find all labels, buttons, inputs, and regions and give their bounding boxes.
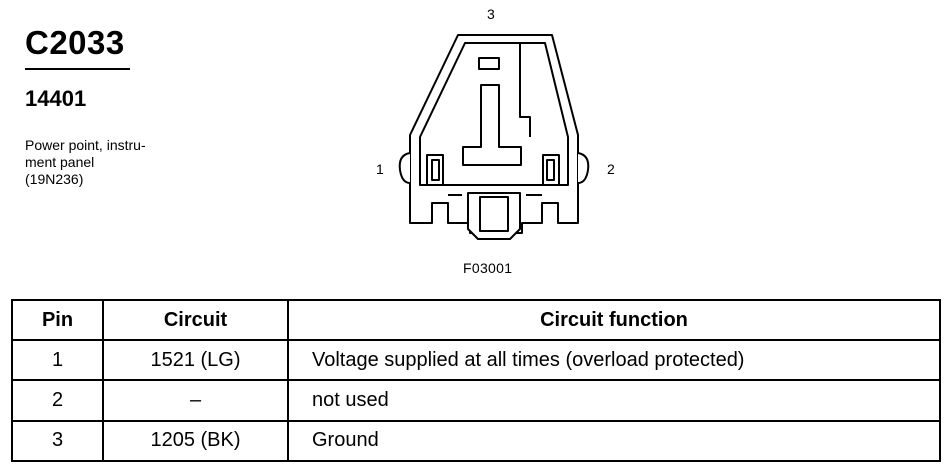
connector-id: C2033 (25, 24, 125, 61)
circuit-cell: – (102, 379, 289, 422)
right-latch (577, 152, 590, 184)
description-line: ment panel (25, 154, 95, 170)
table-row: 1 1521 (LG) Voltage supplied at all time… (11, 338, 941, 382)
pinout-table: Pin Circuit Circuit function 1 1521 (LG)… (11, 299, 941, 463)
circuit-column-header: Circuit (102, 299, 289, 341)
pin-3-blade (462, 84, 522, 166)
bottom-lock-tab (467, 192, 521, 240)
pin-1-contact (431, 159, 440, 181)
table-header-row: Pin Circuit Circuit function (11, 299, 941, 341)
pin-2-contact (546, 159, 555, 181)
figure-id: F03001 (463, 260, 513, 276)
pin-label-1: 1 (376, 161, 384, 177)
title-underline (25, 68, 130, 70)
top-key-slot (478, 57, 500, 70)
connector-face-diagram (398, 34, 590, 240)
description-line: (19N236) (25, 171, 84, 187)
pin-cell: 3 (11, 419, 104, 463)
circuit-cell: 1521 (LG) (102, 338, 289, 382)
pin-label-2: 2 (607, 161, 615, 177)
pin-cell: 2 (11, 379, 104, 422)
pin-cell: 1 (11, 338, 104, 382)
pin-column-header: Pin (11, 299, 104, 341)
circuit-cell: 1205 (BK) (102, 419, 289, 463)
description-line: Power point, instru- (25, 137, 146, 153)
connector-inner-outline (419, 42, 569, 186)
circuit-function-cell: Voltage supplied at all times (overload … (287, 338, 941, 382)
table-row: 3 1205 (BK) Ground (11, 419, 941, 463)
circuit-function-cell: Ground (287, 419, 941, 463)
part-number: 14401 (25, 86, 87, 111)
left-latch (398, 152, 411, 184)
circuit-function-cell: not used (287, 379, 941, 422)
table-row: 2 – not used (11, 379, 941, 422)
circuit-function-column-header: Circuit function (287, 299, 941, 341)
pin-label-3: 3 (487, 6, 495, 22)
connector-description: Power point, instru- ment panel (19N236) (25, 137, 195, 188)
